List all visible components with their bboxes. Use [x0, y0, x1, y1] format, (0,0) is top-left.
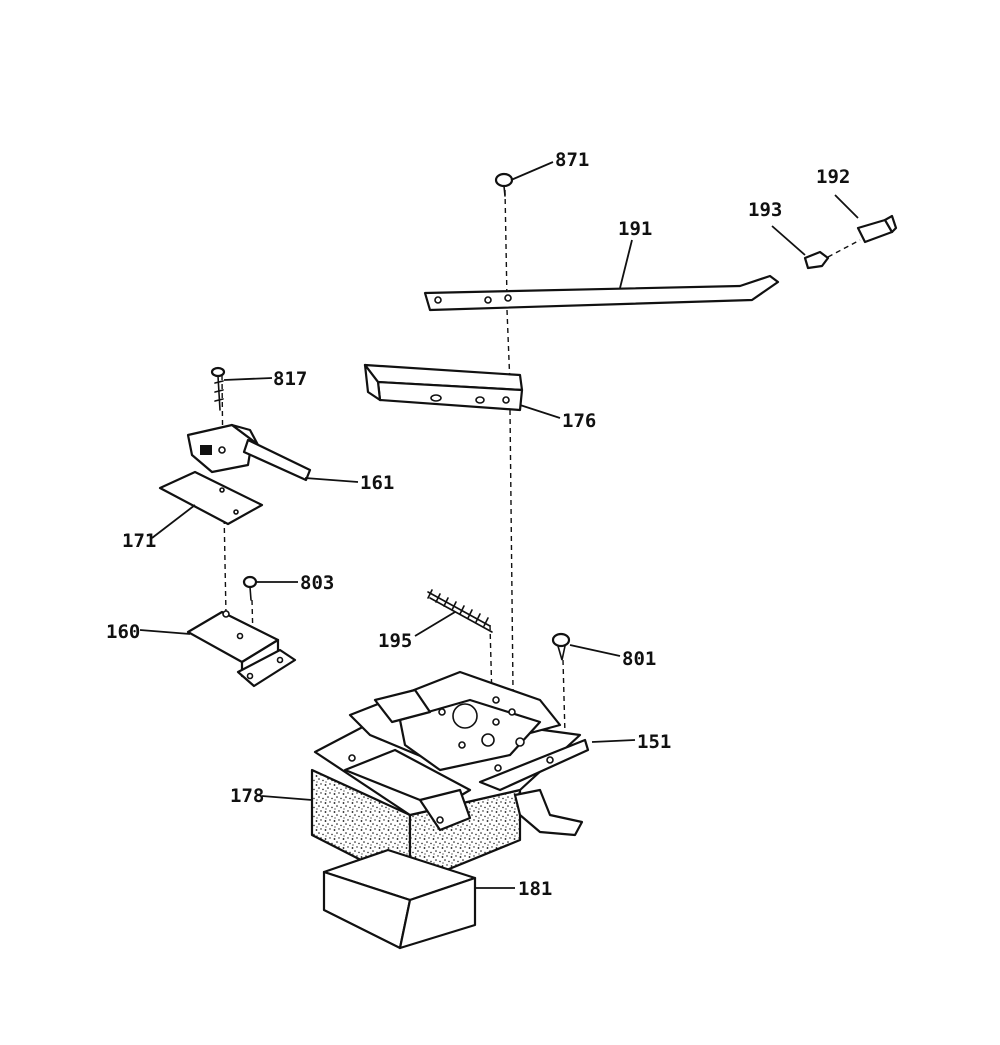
callout-191: 191	[618, 218, 652, 240]
bracket-160	[186, 610, 297, 688]
screw-801	[551, 632, 571, 661]
alignment-lines	[221, 189, 861, 736]
callout-192: 192	[816, 166, 850, 188]
callout-161: 161	[360, 472, 394, 494]
block-181	[322, 848, 477, 950]
latch-assembly-151	[313, 670, 590, 837]
clip-193	[803, 250, 830, 270]
bracket-176	[363, 363, 524, 412]
callout-195: 195	[378, 630, 412, 652]
switch-161	[186, 423, 312, 482]
callout-871: 871	[555, 149, 589, 171]
callout-176: 176	[562, 410, 596, 432]
rod-191	[423, 274, 780, 312]
callout-151: 151	[637, 731, 671, 753]
spring-195	[427, 589, 493, 633]
callout-171: 171	[122, 530, 156, 552]
leader-lines	[139, 161, 859, 889]
callout-178: 178	[230, 785, 264, 807]
callout-817: 817	[273, 368, 307, 390]
callout-803: 803	[300, 572, 334, 594]
callout-801: 801	[622, 648, 656, 670]
cap-192	[856, 214, 898, 244]
callout-193: 193	[748, 199, 782, 221]
screw-871	[494, 172, 514, 197]
callout-160: 160	[106, 621, 140, 643]
screw-803	[242, 575, 258, 601]
plate-171	[158, 470, 264, 526]
screw-817	[210, 366, 226, 411]
callout-labels: 871 192 193 191 817 176 161 171 803 160 …	[106, 149, 850, 900]
callout-181: 181	[518, 878, 552, 900]
